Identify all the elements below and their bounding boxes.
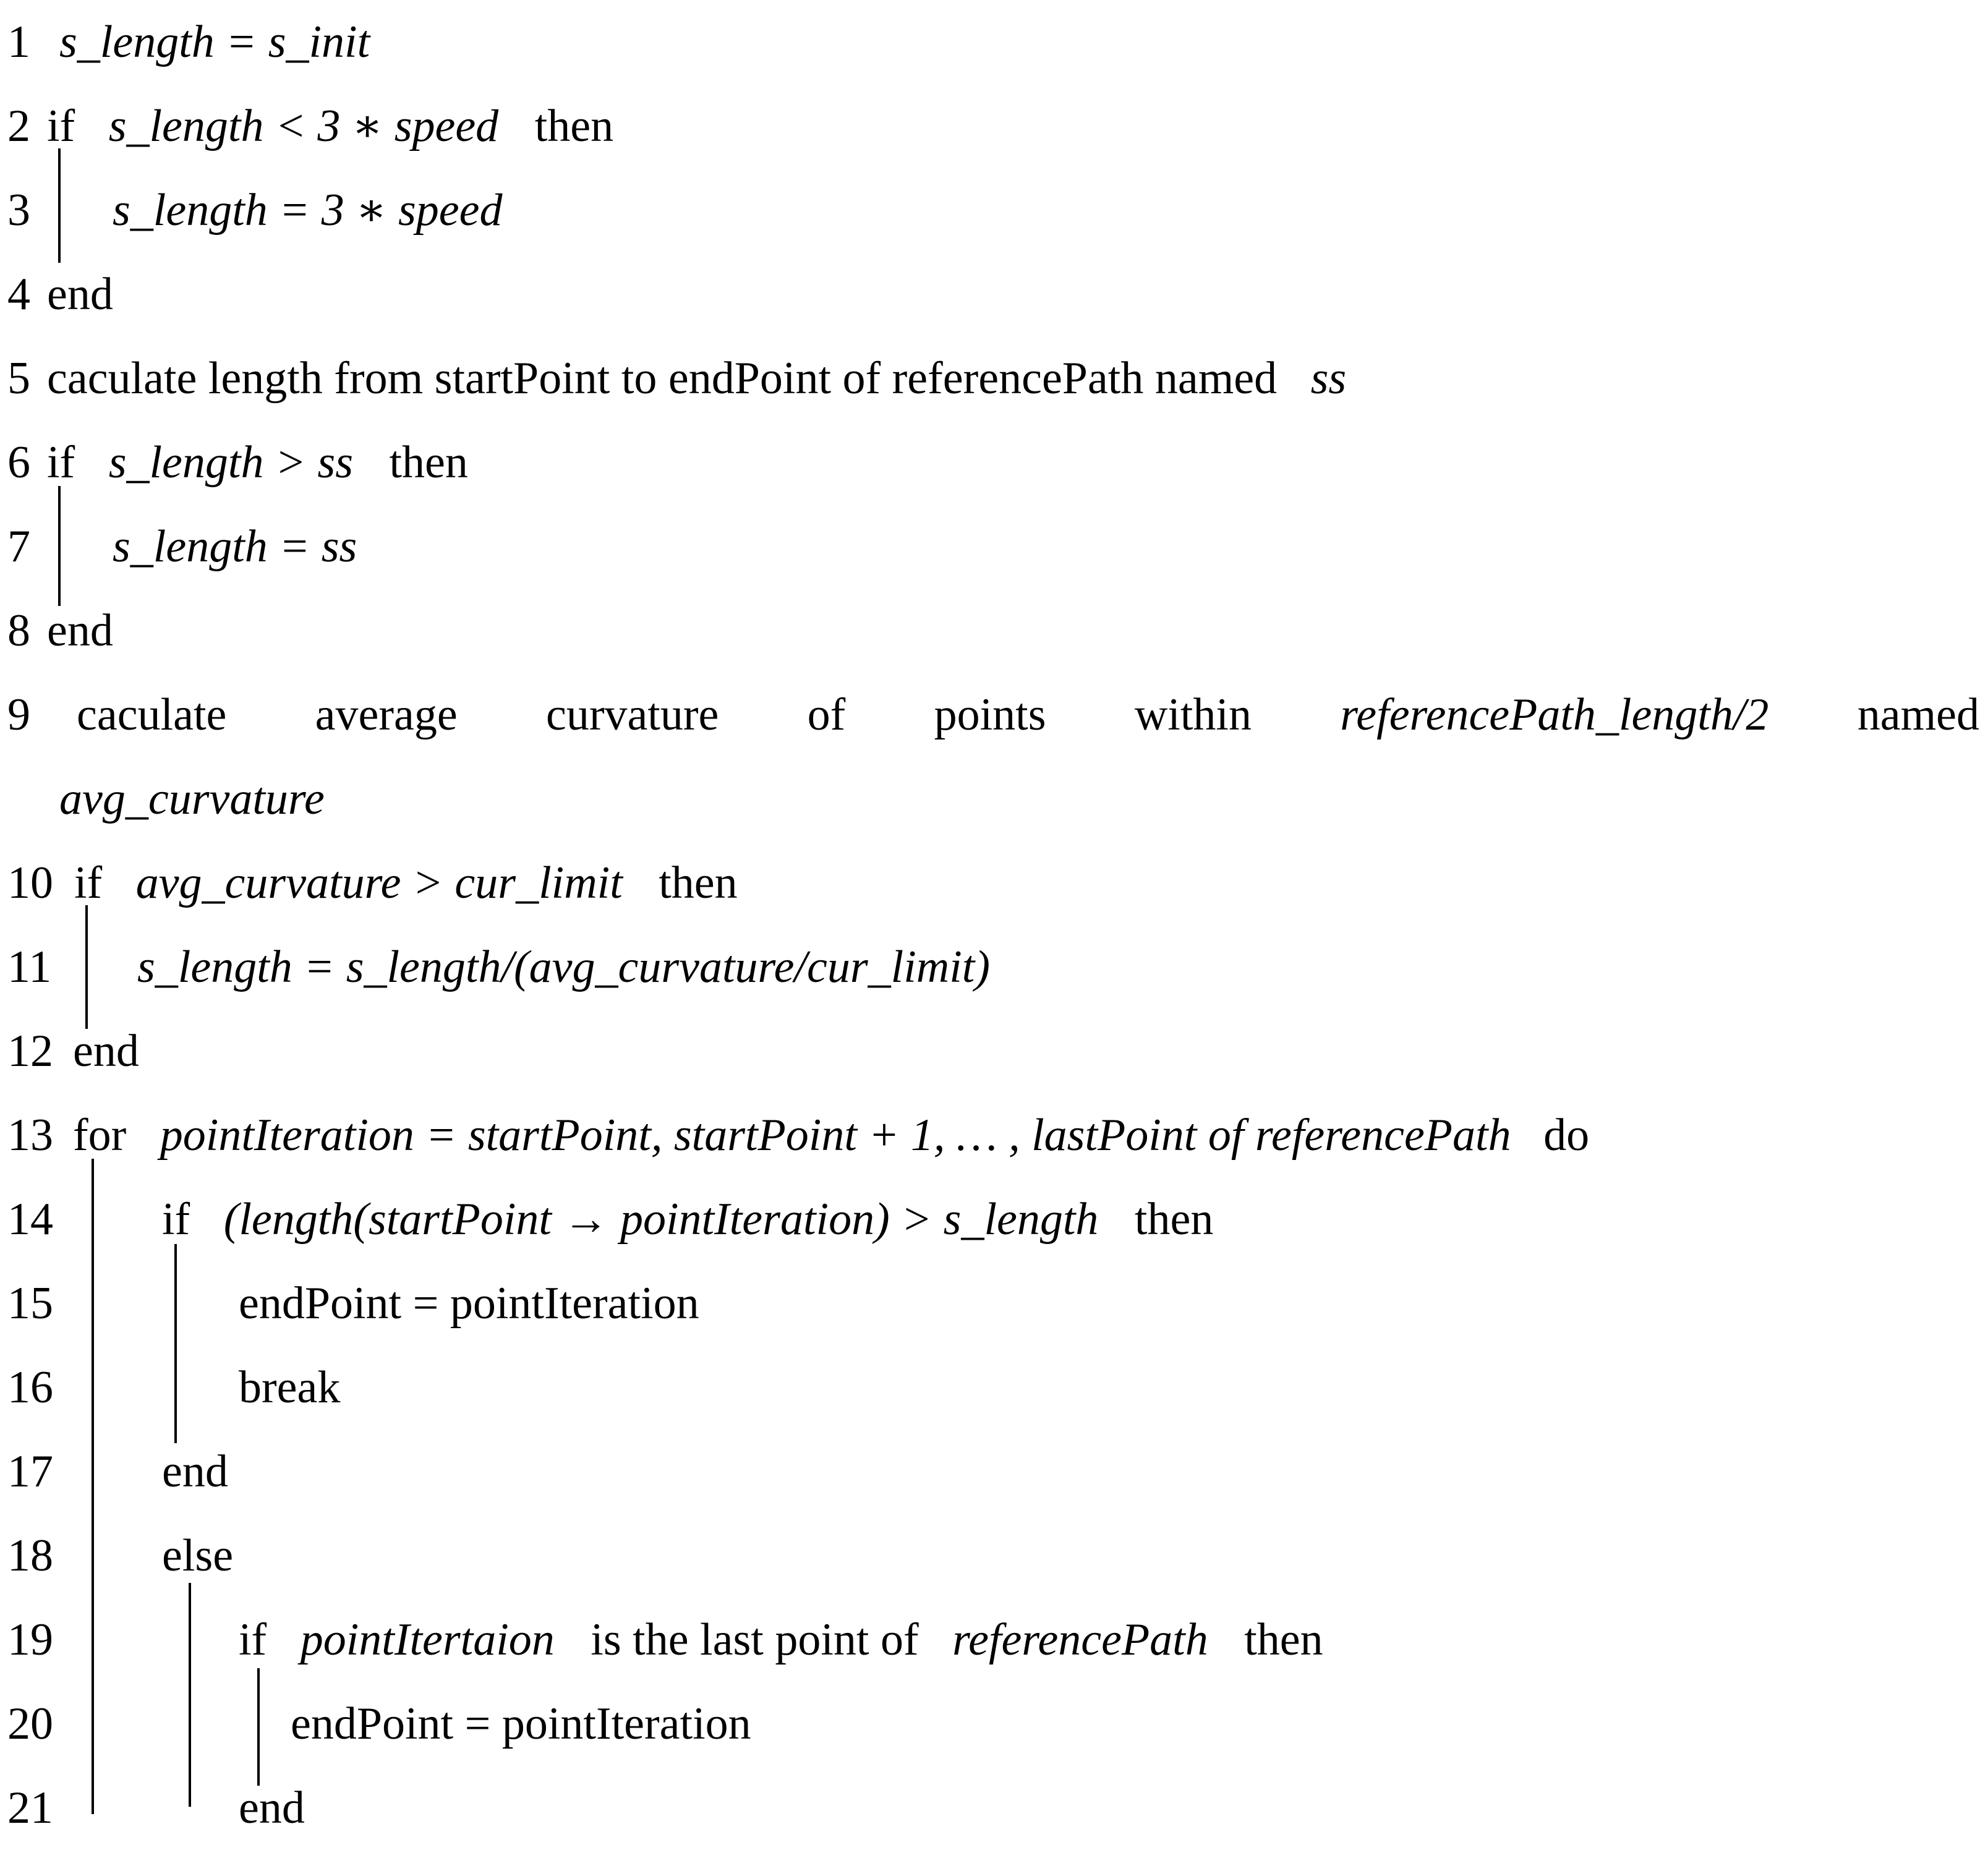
statement-text: endPoint = pointIteration bbox=[291, 1699, 751, 1749]
line-number: 18 bbox=[7, 1530, 53, 1581]
math-expression: referencePath_length/2 bbox=[1340, 689, 1769, 740]
math-expression: s_length = ss bbox=[113, 521, 357, 572]
keyword-then: then bbox=[389, 437, 468, 488]
statement-text: endPoint = pointIteration bbox=[239, 1278, 699, 1329]
word: of bbox=[807, 689, 846, 740]
math-expression: s_length < 3 ∗ speed bbox=[108, 101, 499, 151]
word: named bbox=[1857, 689, 1979, 740]
block-bar-if-19 bbox=[257, 1668, 260, 1786]
statement-text: is the last point of bbox=[591, 1614, 919, 1665]
word: within bbox=[1134, 689, 1252, 740]
math-expression: s_length = s_length/(avg_curvature/cur_l… bbox=[137, 942, 990, 992]
line-14: 14 if (length(startPoint → pointIteratio… bbox=[0, 1177, 1988, 1261]
keyword-end: end bbox=[47, 605, 113, 656]
line-number: 14 bbox=[7, 1194, 53, 1245]
line-21: 21 end bbox=[0, 1766, 1988, 1833]
line-18: 18 else bbox=[0, 1514, 1988, 1598]
line-10: 10 if avg_curvature > cur_limit then bbox=[0, 841, 1988, 925]
keyword-then: then bbox=[534, 101, 614, 151]
line-number: 16 bbox=[7, 1362, 53, 1413]
word: caculate bbox=[77, 689, 227, 740]
keyword-if: if bbox=[47, 437, 75, 488]
math-expression: (length(startPoint → pointIteration) > s… bbox=[223, 1194, 1099, 1245]
keyword-then: then bbox=[659, 858, 738, 908]
line-1: 1 s_length = s_init bbox=[0, 0, 1988, 84]
keyword-if: if bbox=[74, 858, 103, 908]
line-number: 4 bbox=[7, 269, 30, 320]
math-expression: ss bbox=[1310, 353, 1347, 404]
line-number: 5 bbox=[7, 353, 30, 404]
keyword-do: do bbox=[1543, 1110, 1590, 1161]
block-bar-else-18 bbox=[189, 1583, 191, 1807]
line-4: 4 end bbox=[0, 252, 1988, 336]
word: average bbox=[315, 689, 458, 740]
line-number: 15 bbox=[7, 1278, 53, 1329]
line-9-continuation: avg_curvature bbox=[0, 757, 1988, 841]
line-6: 6 if s_length > ss then bbox=[0, 420, 1988, 505]
math-expression: avg_curvature bbox=[59, 774, 325, 824]
line-number: 3 bbox=[7, 185, 30, 236]
line-3: 3 s_length = 3 ∗ speed bbox=[0, 168, 1988, 252]
math-expression: avg_curvature > cur_limit bbox=[135, 858, 623, 908]
keyword-end: end bbox=[47, 269, 113, 320]
line-20: 20 endPoint = pointIteration bbox=[0, 1682, 1988, 1766]
line-number: 1 bbox=[7, 17, 30, 67]
keyword-end: end bbox=[73, 1026, 139, 1076]
keyword-if: if bbox=[239, 1614, 267, 1665]
line-15: 15 endPoint = pointIteration bbox=[0, 1261, 1988, 1345]
line-number: 6 bbox=[7, 437, 30, 488]
line-number: 13 bbox=[7, 1110, 53, 1161]
keyword-for: for bbox=[73, 1110, 127, 1161]
line-16: 16 break bbox=[0, 1345, 1988, 1430]
line-number: 7 bbox=[7, 521, 30, 572]
line-number: 17 bbox=[7, 1446, 53, 1497]
line-number: 8 bbox=[7, 605, 30, 656]
keyword-end: end bbox=[162, 1446, 228, 1497]
keyword-then: then bbox=[1134, 1194, 1214, 1245]
keyword-break: break bbox=[239, 1362, 341, 1413]
math-expression: s_length = s_init bbox=[59, 17, 370, 67]
line-9: 9 caculate average curvature of points w… bbox=[0, 673, 1988, 757]
line-number: 10 bbox=[7, 858, 53, 908]
math-expression: s_length > ss bbox=[108, 437, 353, 488]
line-13: 13 for pointIteration = startPoint, star… bbox=[0, 1093, 1988, 1177]
block-bar-if-2 bbox=[58, 148, 61, 263]
block-bar-for-13 bbox=[92, 1159, 94, 1814]
line-5: 5 caculate length from startPoint to end… bbox=[0, 336, 1988, 420]
math-expression: pointItertaion bbox=[300, 1614, 555, 1665]
line-19: 19 if pointItertaion is the last point o… bbox=[0, 1598, 1988, 1682]
keyword-else: else bbox=[162, 1530, 234, 1581]
keyword-if: if bbox=[47, 101, 75, 151]
line-17: 17 end bbox=[0, 1430, 1988, 1514]
statement-text: caculate length from startPoint to endPo… bbox=[47, 353, 1278, 404]
line-number: 12 bbox=[7, 1026, 53, 1076]
line-number: 20 bbox=[7, 1699, 53, 1749]
line-number: 9 bbox=[7, 689, 30, 740]
line-2: 2 if s_length < 3 ∗ speed then bbox=[0, 84, 1988, 168]
line-number: 21 bbox=[7, 1783, 53, 1833]
line-number: 11 bbox=[7, 942, 52, 992]
line-number: 2 bbox=[7, 101, 30, 151]
math-expression: referencePath bbox=[952, 1614, 1208, 1665]
line-7: 7 s_length = ss bbox=[0, 505, 1988, 589]
math-expression: s_length = 3 ∗ speed bbox=[113, 185, 503, 236]
line-number: 19 bbox=[7, 1614, 53, 1665]
math-expression: pointIteration = startPoint, startPoint … bbox=[160, 1110, 1511, 1161]
block-bar-if-10 bbox=[85, 905, 88, 1029]
word: curvature bbox=[545, 689, 719, 740]
line-11: 11 s_length = s_length/(avg_curvature/cu… bbox=[0, 925, 1988, 1009]
block-bar-if-6 bbox=[58, 486, 61, 606]
keyword-if: if bbox=[162, 1194, 190, 1245]
keyword-then: then bbox=[1244, 1614, 1323, 1665]
keyword-end: end bbox=[239, 1783, 305, 1833]
line-8: 8 end bbox=[0, 589, 1988, 673]
block-bar-if-14 bbox=[174, 1244, 177, 1443]
word: points bbox=[934, 689, 1046, 740]
line-12: 12 end bbox=[0, 1009, 1988, 1093]
